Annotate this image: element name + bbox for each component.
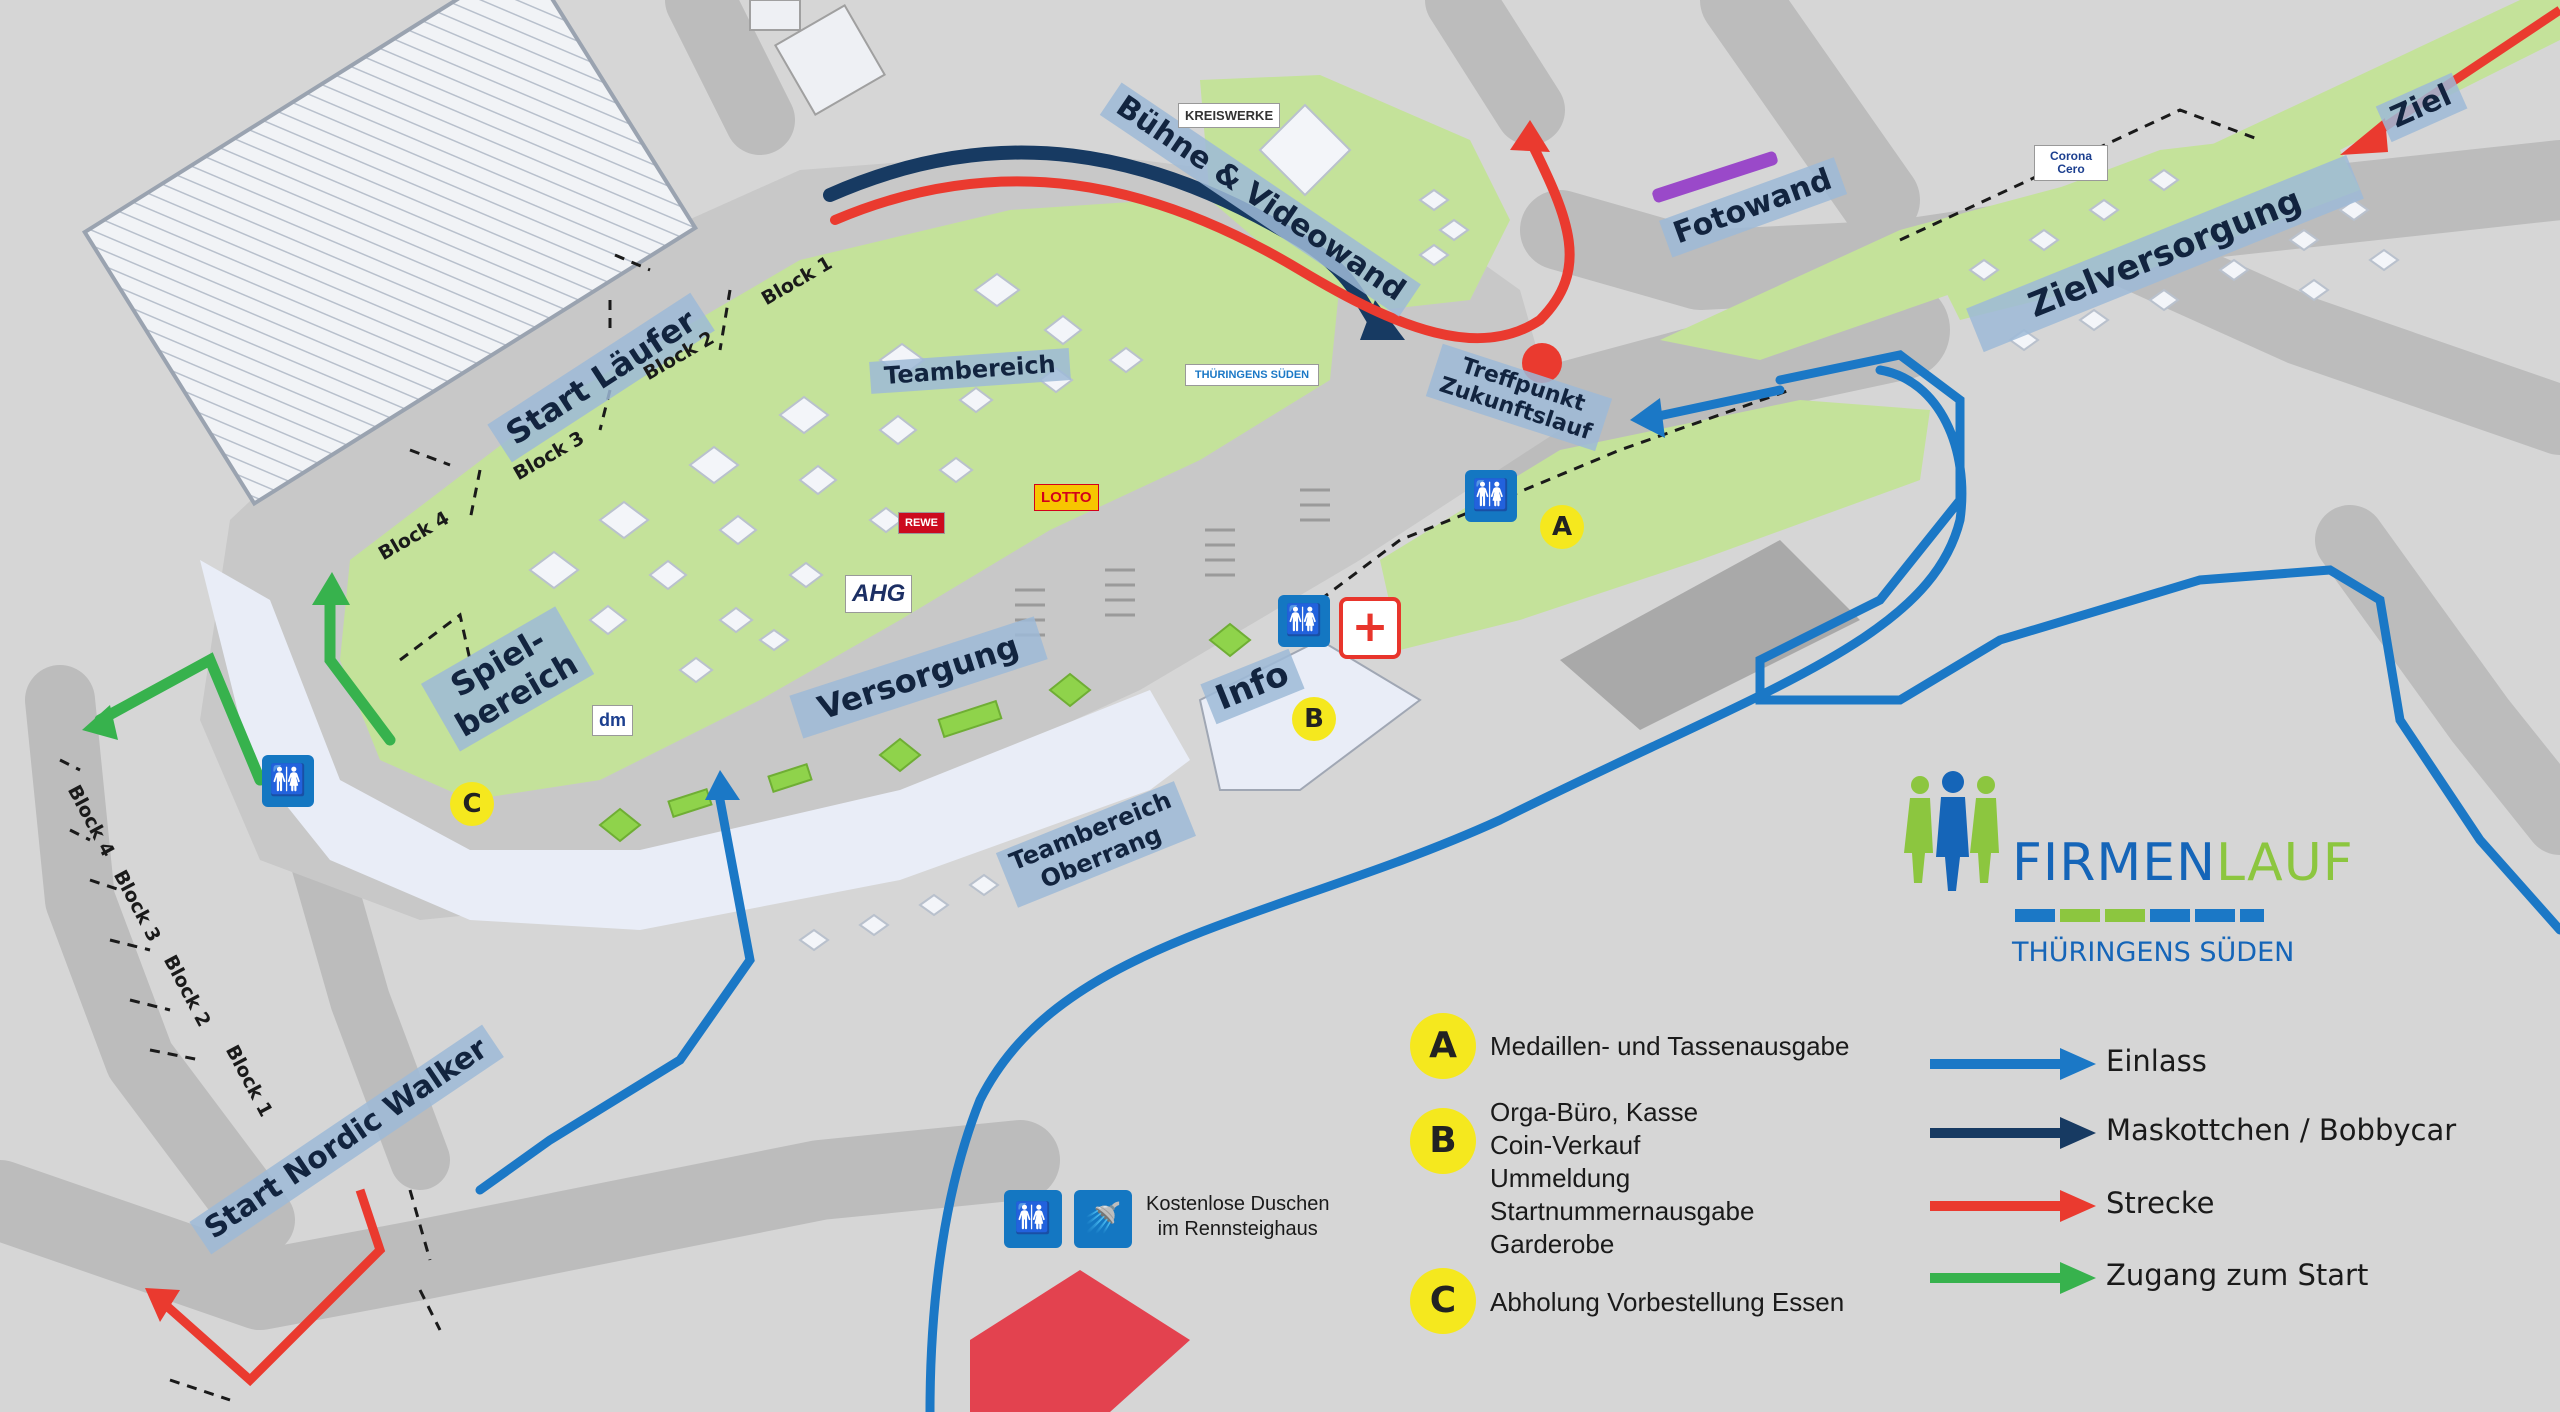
legend-route-einlass: Einlass	[2106, 1044, 2207, 1078]
lower-track	[200, 560, 1190, 930]
road-network	[0, 0, 2560, 1330]
route-einlass	[475, 350, 2560, 1412]
stadium-roof	[81, 0, 699, 507]
first-aid-icon: +	[1339, 597, 1401, 659]
arrow-strecke-finish	[2340, 118, 2388, 155]
legend-text-b: Orga-Büro, Kasse Coin-Verkauf Ummeldung …	[1490, 1097, 1755, 1259]
grass-zielversorgung	[1920, 130, 2360, 320]
sponsor-corona: Corona Cero	[2034, 145, 2108, 181]
building-small-1	[749, 0, 801, 31]
logo-title-firmen: FIRMEN	[2012, 833, 2216, 893]
logo-title-lauf: LAUF	[2216, 833, 2354, 893]
grass-area	[340, 200, 1340, 800]
arrow-strecke-top	[1510, 120, 1550, 152]
arrow-zugang-1	[312, 572, 350, 605]
logo-title: FIRMENLAUF	[2012, 833, 2354, 893]
finish-straight-shade	[1560, 540, 1860, 730]
legend-badge-b: B	[1410, 1108, 1476, 1174]
grass-strip-east	[1380, 400, 1930, 650]
logo-subtitle: THÜRINGENS SÜDEN	[2012, 937, 2295, 968]
bench-rows	[1015, 488, 1330, 637]
legend-text-c: Abholung Vorbestellung Essen	[1490, 1287, 1845, 1317]
route-strecke	[830, 135, 1575, 344]
legend-badge-c: C	[1410, 1268, 1476, 1334]
shower-note: Kostenlose Duschen im Rennsteighaus	[1146, 1193, 1330, 1240]
green-tents	[598, 622, 1252, 843]
sponsor-kreiswerke: KREISWERKE	[1178, 103, 1281, 128]
marker-c: C	[450, 782, 494, 826]
legend-route-maskottchen: Maskottchen / Bobbycar	[2106, 1113, 2457, 1147]
route-strecke-walker	[157, 1188, 386, 1387]
legend-route-zugang: Zugang zum Start	[2106, 1258, 2369, 1292]
sponsor-rewe: REWE	[898, 512, 945, 534]
legend-route-lines	[1930, 1048, 2096, 1294]
sponsor-lotto: LOTTO	[1034, 484, 1099, 511]
legend-text-a: Medaillen- und Tassenausgabe	[1490, 1031, 1850, 1061]
toilet-icon: 🚻	[1004, 1190, 1062, 1248]
route-maskottchen	[823, 145, 1387, 337]
fotowand-bar	[1652, 151, 1778, 203]
toilet-icon: 🚻	[1465, 470, 1517, 522]
arrow-einlass-2	[1630, 398, 1665, 438]
route-zugang	[94, 594, 396, 786]
arrow-einlass-1	[705, 770, 740, 800]
shower-icon: 🚿	[1074, 1190, 1132, 1248]
logo-color-bars	[2015, 909, 2264, 922]
arrow-zugang-2	[82, 705, 118, 740]
rennsteighaus	[970, 1270, 1190, 1412]
runners-logo-icon	[1904, 771, 1999, 891]
toilet-icon: 🚻	[262, 755, 314, 807]
sponsor-dm: dm	[592, 705, 633, 736]
marker-a: A	[1540, 505, 1584, 549]
building-small-2	[773, 3, 887, 117]
sponsor-thueringens-sueden: THÜRINGENS SÜDEN	[1185, 364, 1319, 386]
marker-b: B	[1292, 697, 1336, 741]
arrow-strecke-walker	[145, 1288, 180, 1322]
sponsor-ahg: AHG	[845, 575, 913, 613]
tents	[528, 103, 2400, 952]
toilet-icon: 🚻	[1278, 595, 1330, 647]
legend-route-strecke: Strecke	[2106, 1186, 2215, 1220]
legend-badge-a: A	[1410, 1013, 1476, 1079]
